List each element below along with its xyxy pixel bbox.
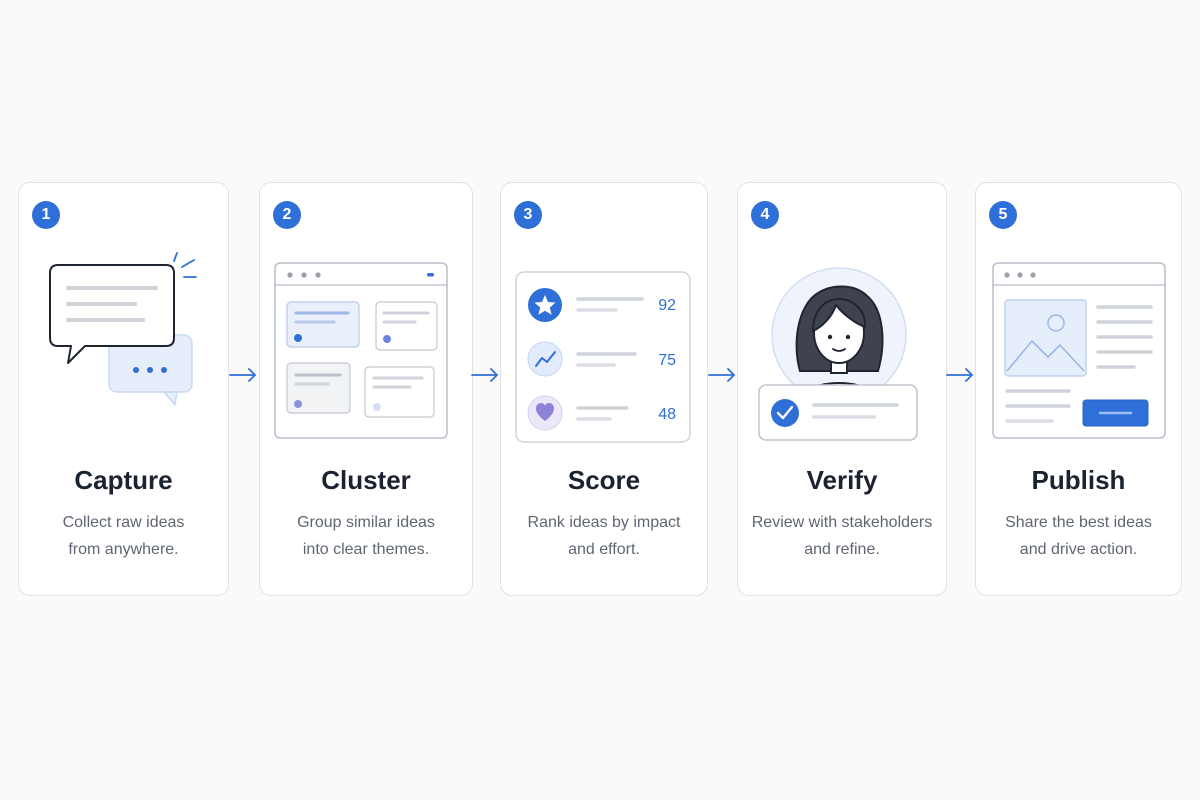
step-card-publish: 5 <box>975 182 1182 596</box>
arrow-right-icon <box>708 368 735 382</box>
step-title: Cluster <box>321 465 411 495</box>
chat-bubbles-icon <box>19 243 228 443</box>
step-description: Collect raw ideas from anywhere. <box>31 509 216 563</box>
score-value: 75 <box>658 352 676 369</box>
board-icon <box>260 243 472 443</box>
web-page-icon <box>976 243 1181 443</box>
step-description: Rank ideas by impact and effort. <box>513 509 695 563</box>
arrow-right-icon <box>471 368 498 382</box>
step-description: Review with stakeholders and refine. <box>750 509 934 563</box>
step-title: Publish <box>1031 465 1126 495</box>
step-number-badge: 5 <box>989 201 1017 229</box>
arrow-right-icon <box>946 368 973 382</box>
step-description: Share the best ideas and drive action. <box>988 509 1169 563</box>
step-card-score: 3 92 75 48 <box>500 182 708 596</box>
step-number-badge: 4 <box>751 201 779 229</box>
step-number-badge: 2 <box>273 201 301 229</box>
step-number-badge: 3 <box>514 201 542 229</box>
reviewer-icon <box>738 243 946 443</box>
step-number-badge: 1 <box>32 201 60 229</box>
arrow-right-icon <box>229 368 256 382</box>
step-description-line: Group similar ideas <box>297 514 435 531</box>
step-card-capture: 1 Capture Collect <box>18 182 229 596</box>
step-description: Group similar ideas into clear themes. <box>272 509 460 563</box>
score-value: 48 <box>658 406 676 423</box>
step-card-cluster: 2 <box>259 182 473 596</box>
step-description-line: Rank ideas by impact <box>527 514 681 531</box>
step-title: Capture <box>74 465 173 495</box>
step-description-line: from anywhere. <box>68 541 179 558</box>
step-title: Score <box>567 465 641 495</box>
step-title: Verify <box>806 465 878 495</box>
step-description-line: Collect raw ideas <box>62 514 185 531</box>
scorecard-icon: 92 75 48 <box>501 243 707 443</box>
step-description-line: Share the best ideas <box>1005 514 1152 531</box>
step-card-verify: 4 <box>737 182 947 596</box>
step-description-line: and effort. <box>568 541 640 558</box>
score-value: 92 <box>658 297 676 314</box>
step-description-line: and drive action. <box>1019 541 1138 558</box>
step-description-line: into clear themes. <box>302 541 430 558</box>
step-description-line: Review with stakeholders <box>751 514 933 531</box>
step-description-line: and refine. <box>804 541 880 558</box>
